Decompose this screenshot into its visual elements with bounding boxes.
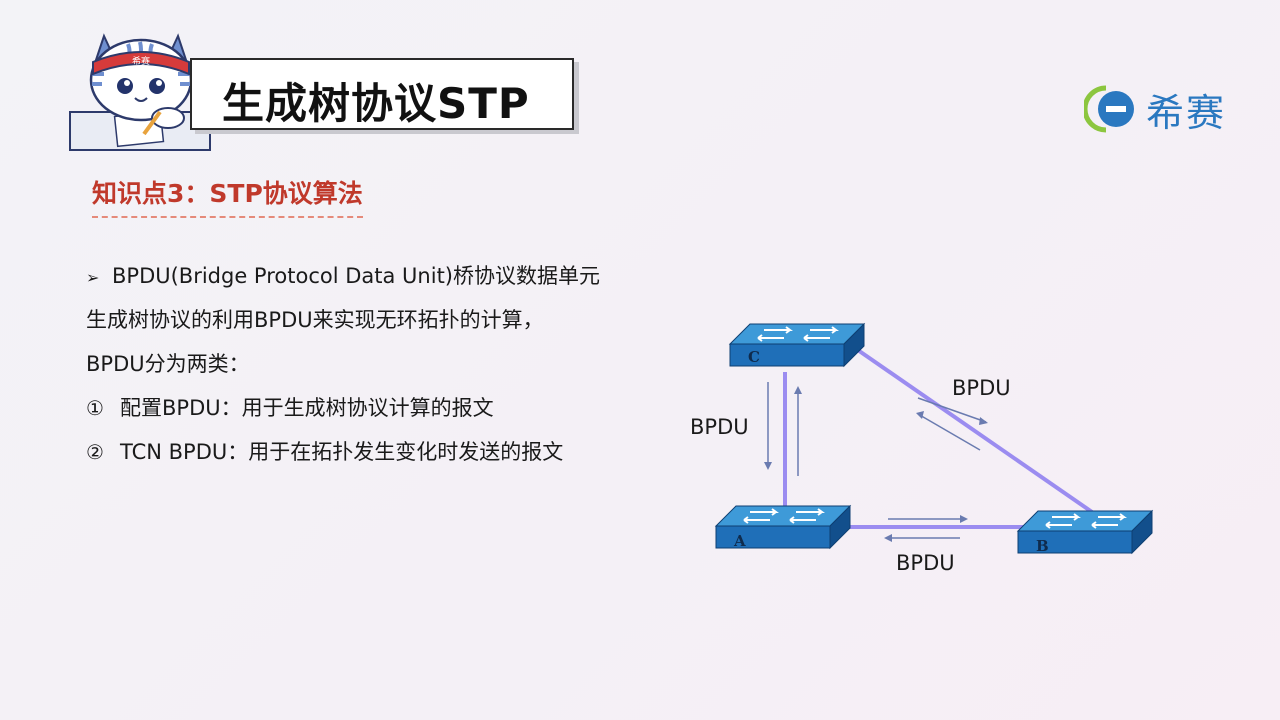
arrow-c-to-a-icon bbox=[764, 382, 772, 470]
arrow-b-to-c-icon bbox=[916, 411, 981, 451]
content-text: 配置BPDU：用于生成树协议计算的报文 bbox=[120, 396, 494, 420]
switch-label-b: B bbox=[1036, 537, 1049, 555]
arrow-c-to-b-icon bbox=[917, 397, 988, 425]
content-text: BPDU(Bridge Protocol Data Unit)桥协议数据单元 bbox=[112, 264, 600, 288]
switch-a: A bbox=[715, 505, 851, 550]
title-box: 生成树协议STP bbox=[190, 58, 574, 130]
content-line: ➢ BPDU(Bridge Protocol Data Unit)桥协议数据单元 bbox=[86, 254, 686, 298]
circled-two-bullet: ② bbox=[86, 440, 104, 464]
content-line: BPDU分为两类： bbox=[86, 342, 686, 386]
arrow-a-to-b-icon bbox=[888, 515, 968, 523]
bpdu-label-a-b: BPDU bbox=[896, 551, 955, 575]
content-text: BPDU分为两类： bbox=[86, 352, 250, 376]
circled-one-bullet: ① bbox=[86, 396, 104, 420]
stp-topology-diagram: C A B BPDU BPDU BPDU bbox=[680, 300, 1180, 600]
content-list: ➢BPDU(Bridge Protocol Data Unit)桥协议数据单元 … bbox=[86, 254, 686, 474]
switch-b: B bbox=[1017, 510, 1153, 555]
switch-label-a: A bbox=[733, 532, 746, 550]
arrow-b-to-a-icon bbox=[884, 534, 960, 542]
bpdu-label-c-a: BPDU bbox=[690, 415, 749, 439]
arrow-a-to-c-icon bbox=[794, 386, 802, 476]
content-line: ② TCN BPDU：用于在拓扑发生变化时发送的报文 bbox=[86, 430, 686, 474]
bpdu-label-c-b: BPDU bbox=[952, 376, 1011, 400]
content-line: ① 配置BPDU：用于生成树协议计算的报文 bbox=[86, 386, 686, 430]
content-text: TCN BPDU：用于在拓扑发生变化时发送的报文 bbox=[120, 440, 564, 464]
section-heading: 知识点3：STP协议算法 bbox=[92, 174, 363, 218]
link-c-b bbox=[850, 344, 1094, 514]
switch-label-c: C bbox=[748, 348, 760, 366]
content-line: 生成树协议的利用BPDU来实现无环拓扑的计算， bbox=[86, 298, 686, 342]
switch-c: C bbox=[729, 323, 865, 367]
page-title: 生成树协议STP bbox=[222, 79, 530, 128]
mascot-headband-text: 希赛 bbox=[132, 55, 150, 67]
brand-logo: 希赛 bbox=[1084, 84, 1227, 135]
arrow-bullet-icon: ➢ bbox=[86, 268, 100, 287]
content-text: 生成树协议的利用BPDU来实现无环拓扑的计算， bbox=[86, 308, 544, 332]
brand-name: 希赛 bbox=[1146, 90, 1227, 135]
brand-mark-icon bbox=[1084, 85, 1134, 133]
